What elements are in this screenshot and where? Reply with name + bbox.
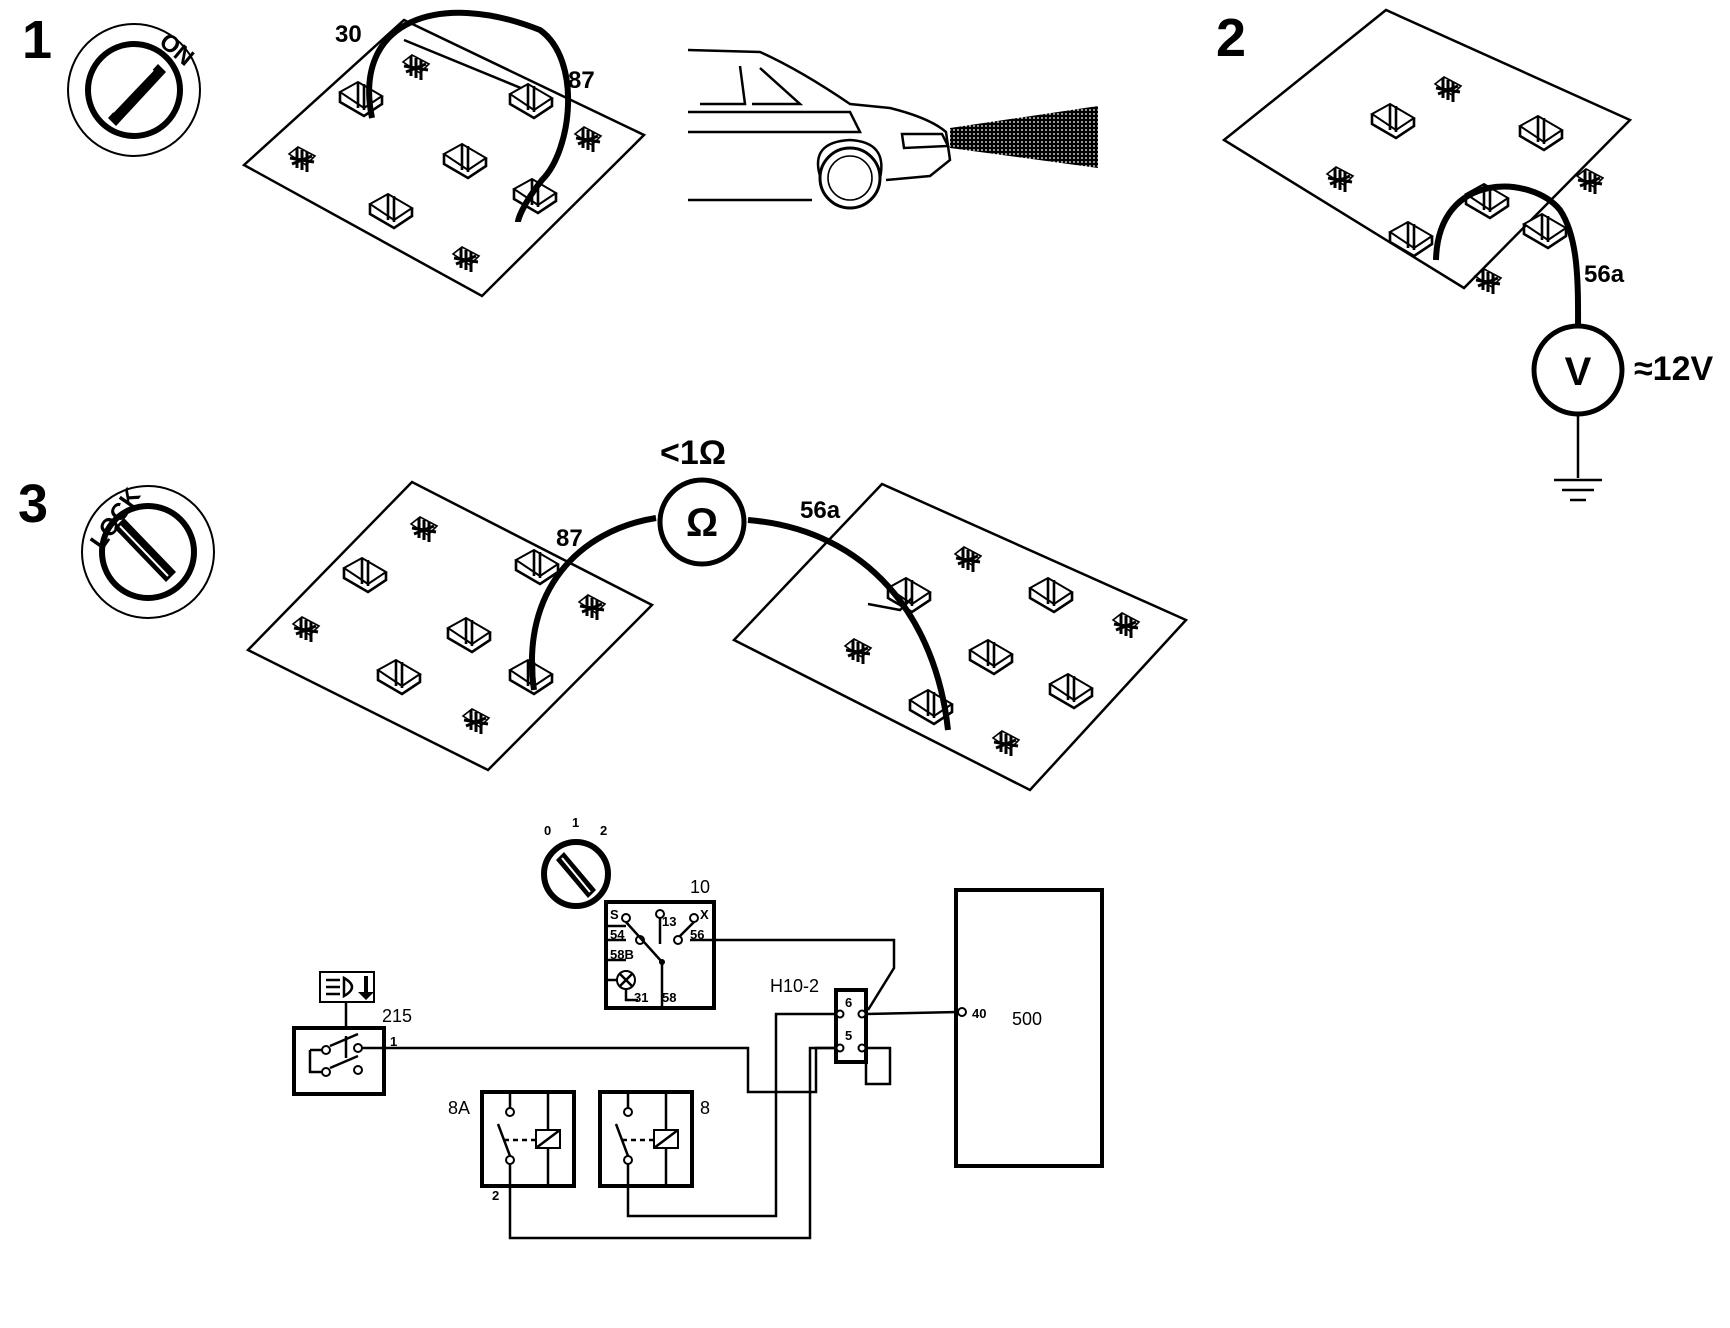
fuse-box-step3-left: 87: [245, 480, 655, 772]
terminal-s: S: [610, 907, 619, 922]
ohmmeter: Ω <1Ω 56a: [529, 434, 951, 731]
light-switch-id: 10: [690, 877, 710, 897]
terminal-31: 31: [634, 990, 648, 1005]
module-pin-40: 40: [972, 1006, 986, 1021]
terminal-56: 56: [690, 927, 704, 942]
ignition-key-on-icon: ON: [67, 23, 201, 157]
terminal-87-label-step3: 87: [556, 525, 583, 552]
fuse-box-step3-right: [731, 482, 1189, 792]
connector-id: H10-2: [770, 976, 819, 996]
relay-8: 8: [598, 1090, 710, 1188]
ignition-key-lock-icon: LOCK: [81, 483, 215, 619]
connector-pin-5: 5: [845, 1028, 852, 1043]
ohmmeter-symbol: Ω: [686, 501, 718, 545]
relay-8-id: 8: [700, 1098, 710, 1118]
car-headlight-illustration: [687, 48, 1098, 210]
connector-h10-2: H10-2 6 5: [770, 976, 868, 1064]
relay-8a-id: 8A: [448, 1098, 470, 1118]
fuse-box-step1: 30 87: [241, 9, 647, 298]
terminal-x: X: [700, 907, 709, 922]
terminal-54: 54: [610, 927, 625, 942]
dimmer-pin-1: 1: [390, 1034, 397, 1049]
dimmer-switch-id: 215: [382, 1006, 412, 1026]
step-3-number: 3: [18, 474, 48, 534]
terminal-56a-label-step3: 56a: [800, 497, 841, 524]
headlight-circuit-schematic: 0 1 2 10 S 13 X 54 56 58B 31 58: [292, 815, 1104, 1240]
ignition-switch-icon: 0 1 2: [541, 815, 611, 909]
ignition-pos-2: 2: [600, 823, 607, 838]
relay-8a-pin-2: 2: [492, 1188, 499, 1203]
terminal-56a-label: 56a: [1584, 261, 1625, 288]
step-2: 2 56a V ≈12V: [1216, 8, 1713, 502]
voltage-reading: ≈12V: [1634, 350, 1713, 388]
ignition-pos-0: 0: [544, 823, 551, 838]
step-2-number: 2: [1216, 8, 1246, 68]
terminal-58: 58: [662, 990, 676, 1005]
relay-8a: 8A 2: [448, 1090, 576, 1203]
light-switch-10: 10 S 13 X 54 56 58B 31 58: [604, 877, 716, 1010]
step-3: 3 LOCK 87: [18, 434, 1189, 792]
terminal-58b: 58B: [610, 947, 634, 962]
module-500: 500 40: [954, 888, 1104, 1168]
voltmeter: V ≈12V: [1531, 323, 1713, 502]
terminal-13: 13: [662, 914, 676, 929]
voltmeter-symbol: V: [1565, 350, 1592, 394]
resistance-reading: <1Ω: [660, 434, 726, 472]
connector-pin-6: 6: [845, 995, 852, 1010]
step-1: 1 ON 30 87: [22, 9, 1098, 298]
terminal-87-label: 87: [568, 67, 595, 94]
terminal-30-label: 30: [335, 21, 362, 48]
step-1-number: 1: [22, 10, 52, 70]
dimmer-switch-215: 215 1: [292, 971, 412, 1096]
schematic-wires: [384, 938, 959, 1240]
fuse-box-step2: 56a: [1221, 8, 1633, 341]
module-id: 500: [1012, 1009, 1042, 1029]
ignition-pos-1: 1: [572, 815, 579, 830]
